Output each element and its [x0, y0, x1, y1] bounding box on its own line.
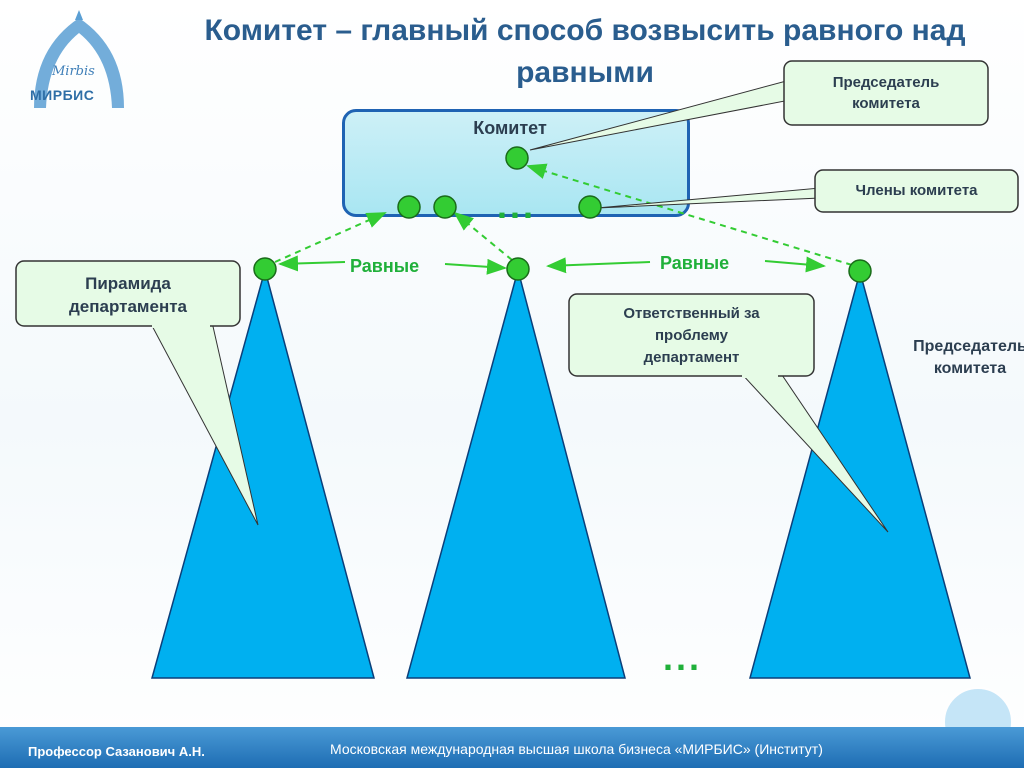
logo-script-text: Mirbis — [52, 64, 95, 79]
committee-label: Комитет — [473, 118, 547, 138]
footer-school: Московская международная высшая школа би… — [330, 741, 823, 757]
node-chairman — [505, 146, 529, 170]
committee-dots: ... — [497, 185, 537, 226]
peers-label-left: Равные — [350, 256, 420, 276]
pyramid-right — [749, 269, 971, 679]
peer-arrow-2 — [444, 258, 507, 275]
callout-responsible — [568, 293, 815, 377]
callout-pyramid — [15, 260, 241, 327]
node-peer-left — [253, 257, 277, 281]
peer-arrow-1 — [278, 255, 346, 272]
pyramid-left — [151, 267, 375, 679]
callout-chairman-pointer — [529, 79, 791, 151]
footer-bar — [0, 727, 1024, 768]
node-member-1 — [397, 195, 421, 219]
node-member-2 — [433, 195, 457, 219]
peers-label-right: Равные — [660, 253, 730, 273]
bottom-dots: ... — [663, 637, 703, 678]
mirbis-logo-icon — [34, 10, 124, 108]
peer-arrow-3 — [546, 257, 651, 274]
callout-members — [814, 169, 1019, 213]
callout-members-text: Члены комитета — [855, 182, 978, 199]
node-member-3 — [578, 195, 602, 219]
dashed-arrow-right — [526, 163, 853, 266]
footer-author: Профессор Сазанович А.Н. — [28, 744, 205, 759]
logo-name: МИРБИС — [30, 87, 95, 103]
callout-chairman — [783, 60, 989, 126]
node-peer-right — [848, 259, 872, 283]
pyramid-middle — [406, 267, 626, 679]
dashed-arrow-middle — [453, 211, 513, 261]
node-peer-middle — [506, 257, 530, 281]
page-title: Комитет – главный способ возвысить равно… — [204, 14, 966, 89]
dashed-arrow-left — [274, 212, 387, 263]
peer-arrow-4 — [764, 256, 826, 273]
